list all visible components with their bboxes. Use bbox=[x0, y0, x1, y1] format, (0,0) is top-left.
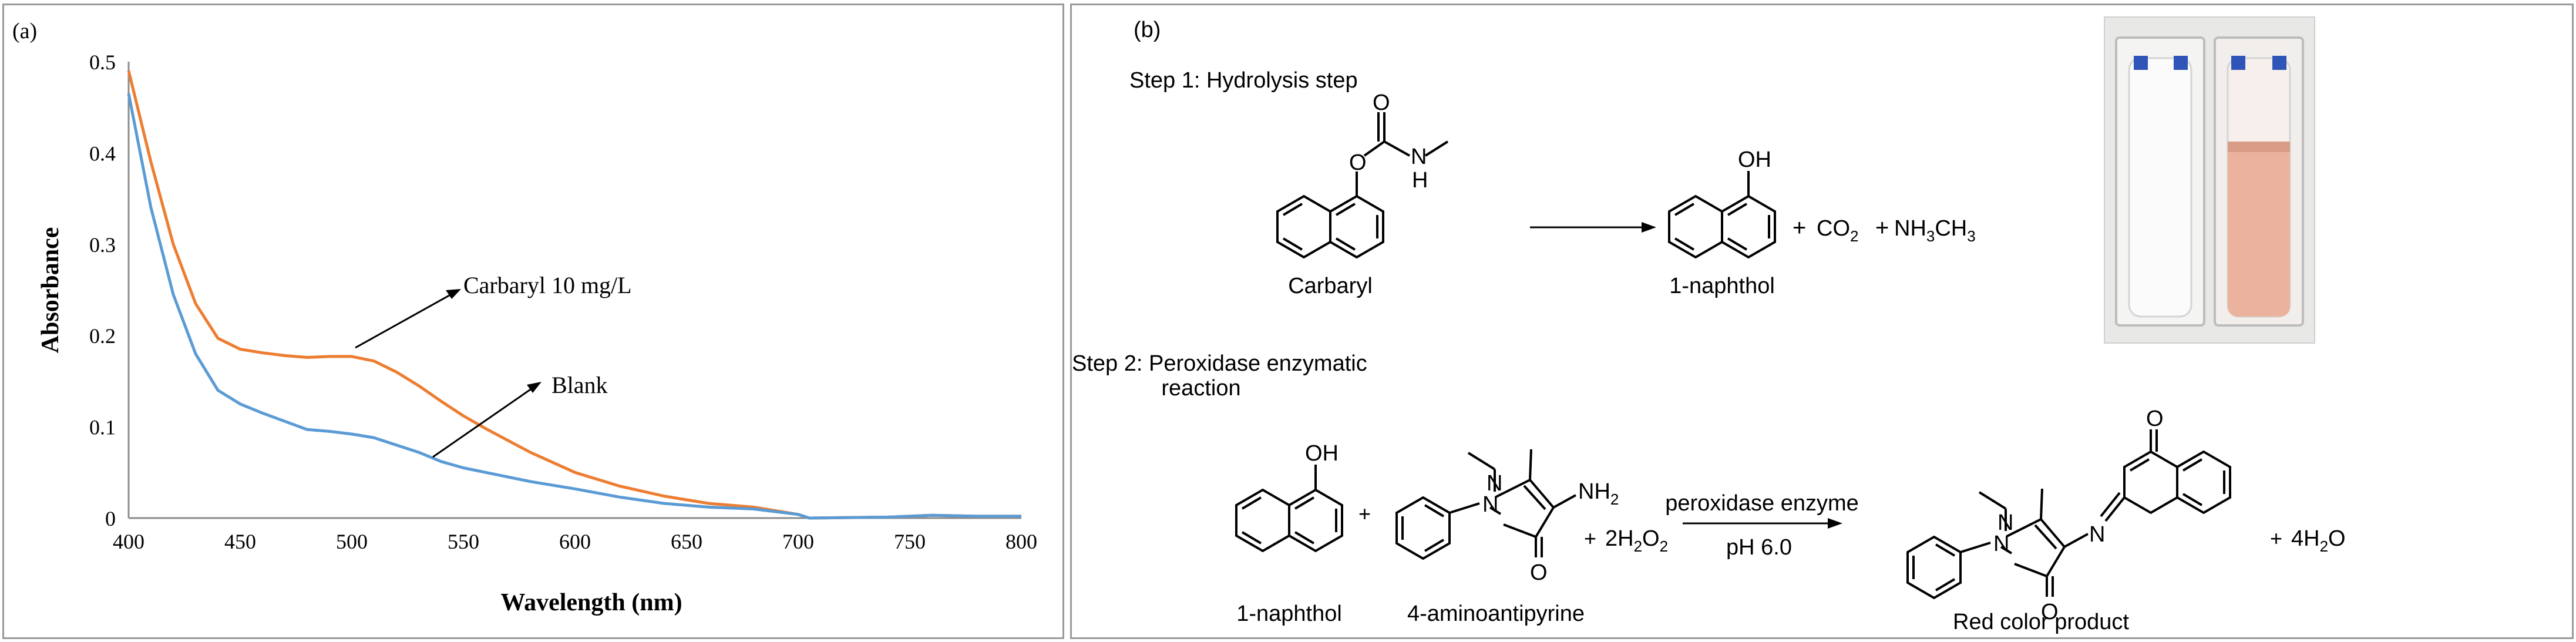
y-axis-title: Absorbance bbox=[37, 227, 64, 354]
blank-annotation: Blank bbox=[551, 372, 608, 398]
product-n1: N bbox=[1993, 532, 2009, 556]
panel-label-a: (a) bbox=[12, 19, 37, 43]
x-tick-label: 750 bbox=[894, 530, 926, 553]
product-imine-n: N bbox=[2089, 522, 2105, 547]
co2-text: CO2 bbox=[1817, 216, 1858, 245]
carbaryl-arrowhead bbox=[446, 289, 461, 299]
product-o1: O bbox=[2041, 600, 2059, 624]
plus-sign-2: + bbox=[1875, 215, 1889, 241]
product-n2: N bbox=[1997, 510, 2013, 535]
step1-arrowhead bbox=[1642, 222, 1656, 233]
x-tick-label: 700 bbox=[782, 530, 814, 553]
aap-o: O bbox=[1530, 560, 1548, 585]
aap-n2: N bbox=[1487, 471, 1502, 496]
step1-title: Step 1: Hydrolysis step bbox=[1129, 68, 1358, 93]
naphthol-label-2: 1-naphthol bbox=[1236, 601, 1342, 626]
aap-nh2: NH2 bbox=[1578, 479, 1619, 508]
step2-arrowhead bbox=[1828, 518, 1842, 529]
plus-sign-4: + bbox=[1584, 526, 1596, 550]
blank-series-line bbox=[127, 93, 1021, 520]
x-tick-label: 600 bbox=[559, 530, 591, 553]
chart-panel: (a) 0 0.1 0.2 0.3 0.4 0.5 400 450 500 550 600 650 7… bbox=[2, 4, 1064, 639]
y-tick-label: 0.1 bbox=[89, 416, 116, 439]
y-tick-label: 0 bbox=[105, 507, 116, 530]
carbaryl-structure bbox=[1276, 112, 1449, 259]
red-solution bbox=[2228, 143, 2290, 317]
x-tick-label: 800 bbox=[1005, 530, 1037, 553]
blank-arrow-line bbox=[432, 386, 534, 458]
carbaryl-n: N bbox=[1411, 144, 1427, 169]
y-tick-label: 0.5 bbox=[89, 51, 116, 74]
x-axis-title: Wavelength (nm) bbox=[500, 589, 682, 616]
naphthol2-oh: OH bbox=[1305, 441, 1339, 466]
naphthol1-oh: OH bbox=[1738, 147, 1771, 172]
carbaryl-annotation: Carbaryl 10 mg/L bbox=[463, 272, 632, 298]
aminoantipyrine-structure bbox=[1395, 449, 1576, 560]
x-tick-label: 450 bbox=[224, 530, 256, 553]
y-tick-group: 0 0.1 0.2 0.3 0.4 0.5 bbox=[89, 51, 116, 530]
y-tick-label: 0.3 bbox=[89, 233, 116, 257]
aminoantipyrine-label: 4-aminoantipyrine bbox=[1407, 601, 1585, 626]
carbaryl-label: Carbaryl bbox=[1288, 274, 1373, 298]
x-tick-label: 400 bbox=[113, 530, 144, 553]
naphthol-structure-2 bbox=[1235, 465, 1343, 553]
naphthol-structure-1 bbox=[1668, 171, 1776, 259]
carbaryl-ester-o: O bbox=[1349, 150, 1367, 175]
carbaryl-carbonyl-o: O bbox=[1373, 90, 1390, 115]
cuvette-photo bbox=[2104, 16, 2315, 344]
x-tick-label: 650 bbox=[671, 530, 702, 553]
blank-arrowhead bbox=[527, 382, 542, 393]
naphthol-label-1: 1-naphthol bbox=[1669, 274, 1775, 298]
plus-sign-1: + bbox=[1793, 215, 1806, 241]
reaction-scheme: (b) Step 1: Hydrolysis step O bbox=[1072, 16, 2346, 634]
x-tick-label: 500 bbox=[336, 530, 368, 553]
y-tick-label: 0.4 bbox=[89, 142, 116, 165]
water-text: 4H2O bbox=[2291, 526, 2346, 555]
absorbance-chart: (a) 0 0.1 0.2 0.3 0.4 0.5 400 450 500 550 600 650 7… bbox=[12, 19, 1037, 616]
series-group bbox=[127, 70, 1021, 520]
panel-label-b: (b) bbox=[1134, 18, 1161, 42]
x-tick-label: 550 bbox=[448, 530, 479, 553]
condition-enzyme: peroxidase enzyme bbox=[1665, 491, 1859, 516]
product-structure bbox=[1906, 429, 2231, 600]
step2-title-line1: Step 2: Peroxidase enzymatic bbox=[1072, 351, 1367, 376]
h2o2-text: 2H2O2 bbox=[1605, 526, 1668, 555]
carbaryl-h: H bbox=[1412, 168, 1428, 193]
methylamine-text: NH3CH3 bbox=[1894, 216, 1976, 245]
product-o2: O bbox=[2146, 406, 2164, 431]
step2-title-line2: reaction bbox=[1161, 376, 1240, 401]
product-label: Red color product bbox=[1953, 610, 2129, 634]
plus-sign-3: + bbox=[1358, 502, 1371, 526]
aap-n1: N bbox=[1482, 492, 1498, 517]
carbaryl-arrow-line bbox=[355, 292, 454, 349]
y-tick-label: 0.2 bbox=[89, 324, 116, 348]
x-tick-group: 400 450 500 550 600 650 700 750 800 bbox=[113, 530, 1037, 553]
plus-sign-5: + bbox=[2270, 526, 2282, 550]
condition-ph: pH 6.0 bbox=[1726, 535, 1792, 560]
reaction-scheme-panel: (b) Step 1: Hydrolysis step O bbox=[1070, 4, 2574, 639]
